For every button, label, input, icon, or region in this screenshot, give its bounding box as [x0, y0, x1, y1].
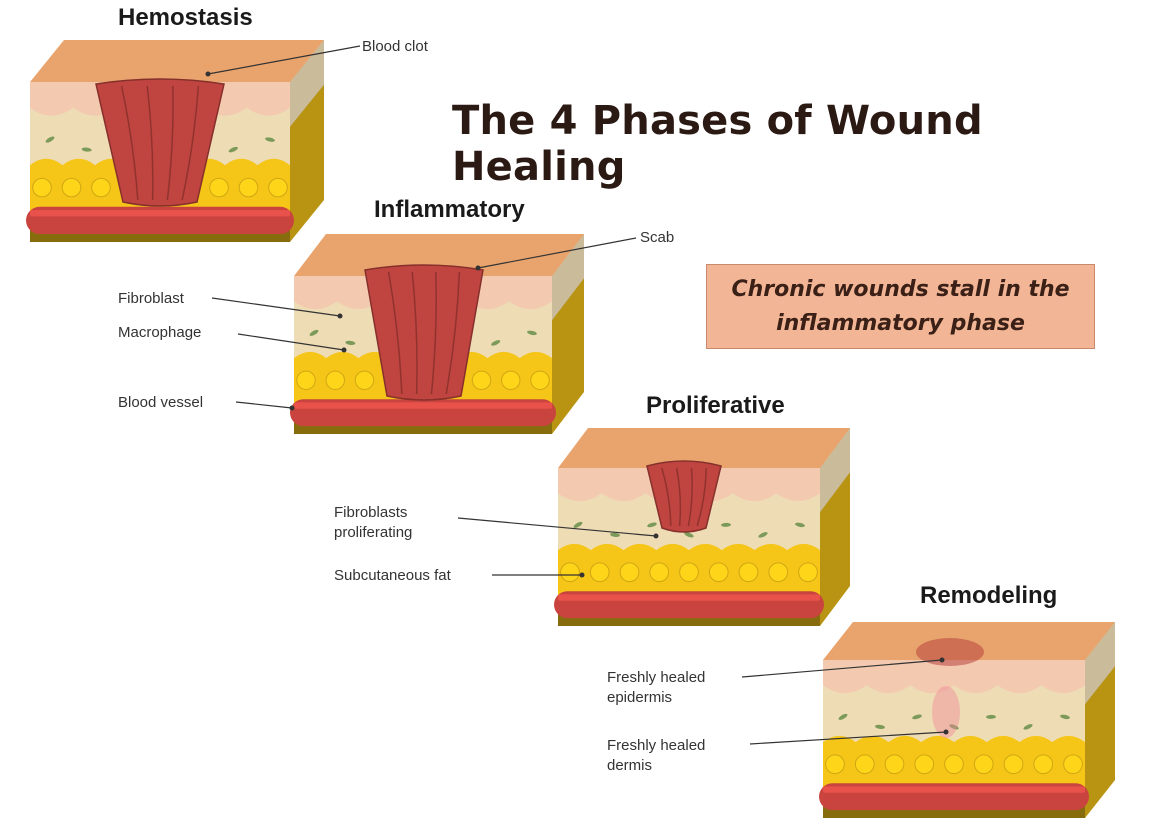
leader-dot-fibroblasts: [654, 534, 659, 539]
leader-dot-blood-clot: [206, 72, 211, 77]
fat-cell: [239, 178, 258, 197]
fat-cell: [1034, 755, 1053, 774]
fat-cell: [531, 371, 549, 389]
leader-dot-healed-dermis: [944, 730, 949, 735]
label-healed-epidermis: Freshly healed epidermis: [607, 668, 747, 708]
callout-box: Chronic wounds stall in the inflammatory…: [706, 264, 1095, 349]
vessel-highlight: [294, 402, 552, 408]
leader-line-blood-vessel: [236, 402, 292, 408]
fat-cell: [826, 755, 845, 774]
fat-cell: [974, 755, 993, 774]
fat-cell: [92, 178, 111, 197]
label-blood-clot: Blood clot: [362, 37, 428, 57]
leader-dot-scab: [476, 266, 481, 271]
phase-title-proliferative: Proliferative: [646, 392, 785, 420]
fat-cell: [355, 371, 373, 389]
fat-cell: [472, 371, 490, 389]
leader-dot-healed-epidermis: [940, 658, 945, 663]
fat-cell: [326, 371, 344, 389]
vessel-highlight: [558, 594, 820, 600]
fat-cell: [650, 563, 669, 582]
fat-cell: [502, 371, 520, 389]
fat-cell: [799, 563, 818, 582]
vessel-highlight: [30, 210, 290, 216]
fat-cell: [855, 755, 874, 774]
fat-cell: [769, 563, 788, 582]
label-scab: Scab: [640, 228, 674, 248]
fat-cell: [590, 563, 609, 582]
fat-cell: [1004, 755, 1023, 774]
label-blood-vessel: Blood vessel: [118, 393, 203, 413]
phase-title-inflammatory: Inflammatory: [374, 196, 525, 224]
label-macrophage: Macrophage: [118, 323, 201, 343]
fat-cell: [915, 755, 934, 774]
leader-dot-blood-vessel: [290, 406, 295, 411]
fat-cell: [269, 178, 288, 197]
fat-cell: [709, 563, 728, 582]
fat-cell: [297, 371, 315, 389]
fat-cell: [739, 563, 758, 582]
fat-cell: [680, 563, 699, 582]
fat-cell: [885, 755, 904, 774]
vessel-highlight: [823, 786, 1085, 792]
leader-dot-macrophage: [342, 348, 347, 353]
callout-text: Chronic wounds stall in the inflammatory…: [716, 273, 1086, 341]
fat-cell: [33, 178, 52, 197]
label-fibroblast: Fibroblast: [118, 289, 184, 309]
label-fibroblasts-proliferating: Fibroblasts proliferating: [334, 503, 464, 543]
diagram-title: The 4 Phases of Wound Healing: [452, 98, 1159, 190]
label-healed-dermis: Freshly healed dermis: [607, 736, 747, 776]
fat-cell: [1064, 755, 1083, 774]
fat-cell: [945, 755, 964, 774]
phase-title-remodeling: Remodeling: [920, 582, 1057, 610]
leader-dot-fibroblast: [338, 314, 343, 319]
fat-cell: [620, 563, 639, 582]
fat-cell: [210, 178, 229, 197]
fat-cell: [561, 563, 580, 582]
leader-dot-subcutaneous-fat: [580, 573, 585, 578]
phase-title-hemostasis: Hemostasis: [118, 4, 253, 32]
fat-cell: [62, 178, 81, 197]
label-subcutaneous-fat: Subcutaneous fat: [334, 566, 451, 586]
